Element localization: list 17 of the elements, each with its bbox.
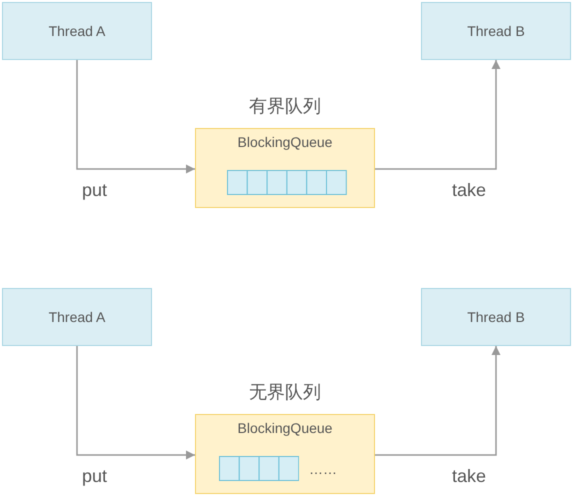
ellipsis-text: ……	[309, 460, 337, 478]
thread-box: Thread A	[2, 288, 152, 346]
thread-box: Thread A	[2, 2, 152, 60]
edge-label: take	[452, 179, 486, 201]
queue-name: BlockingQueue	[236, 419, 334, 437]
arrow	[76, 346, 195, 460]
arrow	[375, 60, 500, 170]
queue-name: BlockingQueue	[236, 133, 334, 151]
edge-label: put	[82, 465, 108, 487]
thread-box: Thread B	[421, 288, 571, 346]
arrow	[76, 60, 195, 174]
edge-label: take	[452, 465, 486, 487]
arrow	[375, 346, 500, 456]
thread-box: Thread B	[421, 2, 571, 60]
queue-heading: 有界队列	[248, 95, 322, 118]
queue-heading: 无界队列	[248, 381, 322, 404]
edge-label: put	[82, 179, 108, 201]
